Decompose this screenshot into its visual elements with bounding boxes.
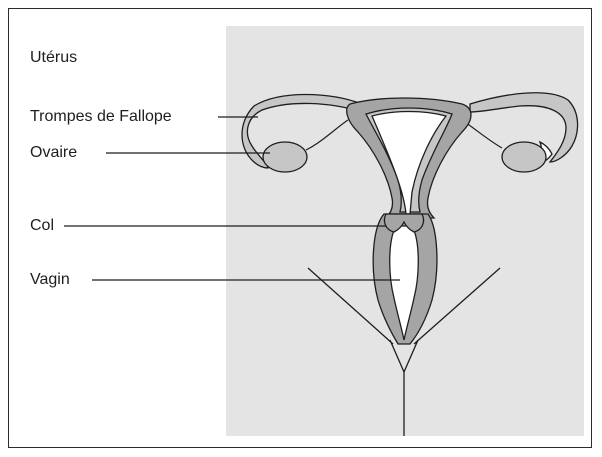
left-ovary xyxy=(263,142,307,172)
vagina-label: Vagin xyxy=(30,272,70,288)
right-ovary xyxy=(502,142,546,172)
ovary-label: Ovaire xyxy=(30,145,77,161)
uterus-label: Utérus xyxy=(30,50,77,66)
fallopian-tubes-label: Trompes de Fallope xyxy=(30,109,172,125)
cervix-label: Col xyxy=(30,218,54,234)
